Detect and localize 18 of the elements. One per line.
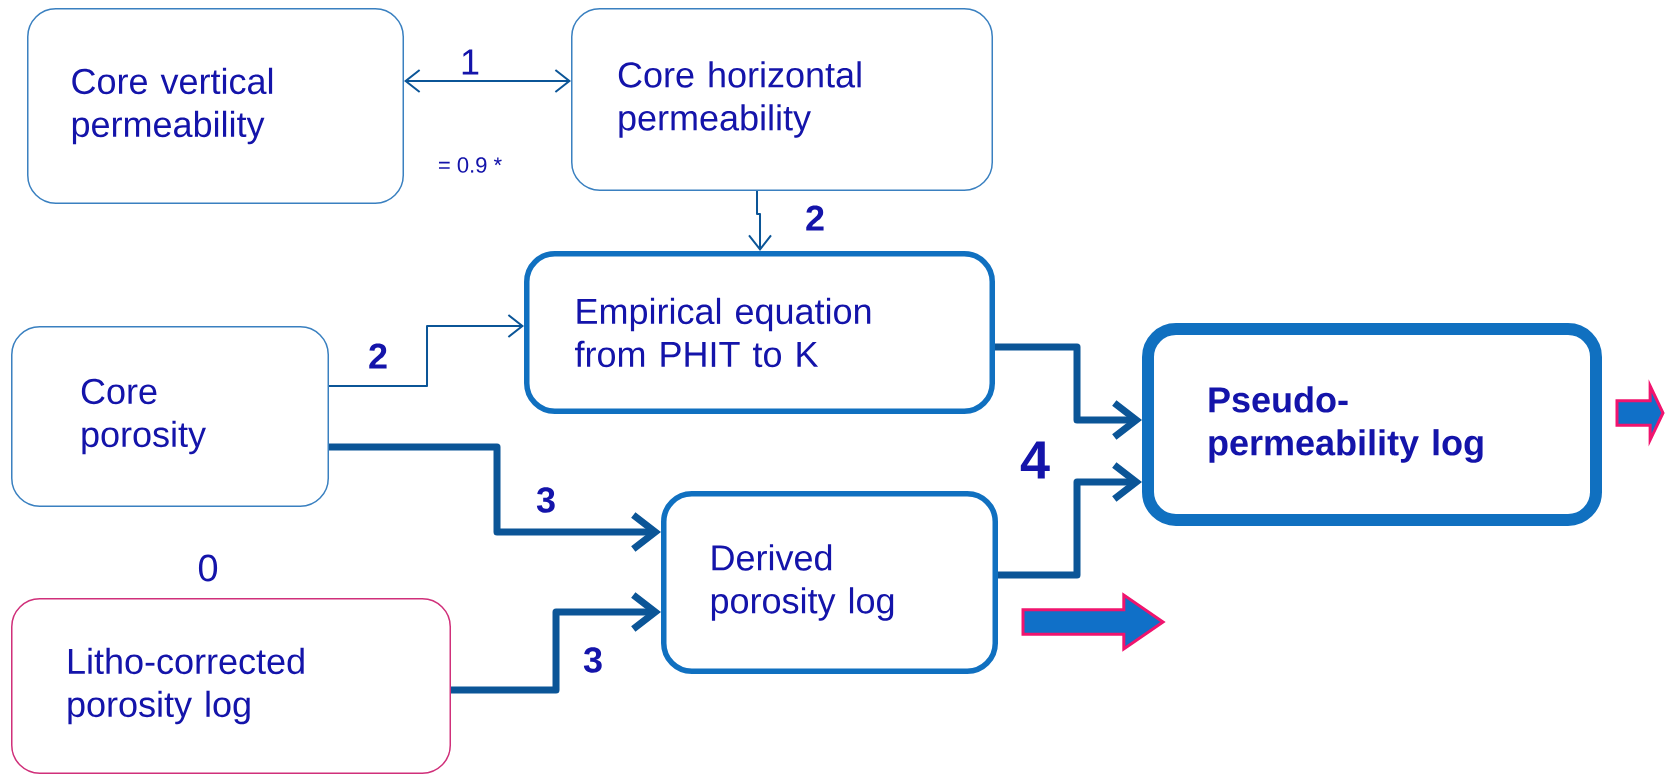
process-box: Core porosity bbox=[11, 326, 329, 507]
process-box: Core horizontal permeability bbox=[571, 8, 993, 191]
process-box: Derived porosity log bbox=[661, 491, 998, 674]
edge-label: 3 bbox=[583, 647, 602, 673]
arrow bbox=[748, 190, 772, 251]
edge-label: 2 bbox=[806, 205, 824, 231]
formula-note: = 0.9 * bbox=[439, 157, 502, 173]
arrow bbox=[328, 314, 524, 387]
process-box: Empirical equation from PHIT to K bbox=[524, 251, 995, 414]
edge-label: 3 bbox=[536, 487, 555, 513]
edge-label: 2 bbox=[369, 343, 387, 369]
edge-label: 1 bbox=[462, 49, 479, 75]
process-box: Litho-corrected porosity log bbox=[11, 598, 451, 774]
arrow bbox=[404, 69, 571, 93]
edge-label: 4 bbox=[1020, 441, 1050, 479]
process-box: Core vertical permeability bbox=[27, 8, 404, 204]
step-number: 0 bbox=[198, 554, 218, 582]
output-box: Pseudo-permeability log bbox=[1142, 323, 1602, 526]
